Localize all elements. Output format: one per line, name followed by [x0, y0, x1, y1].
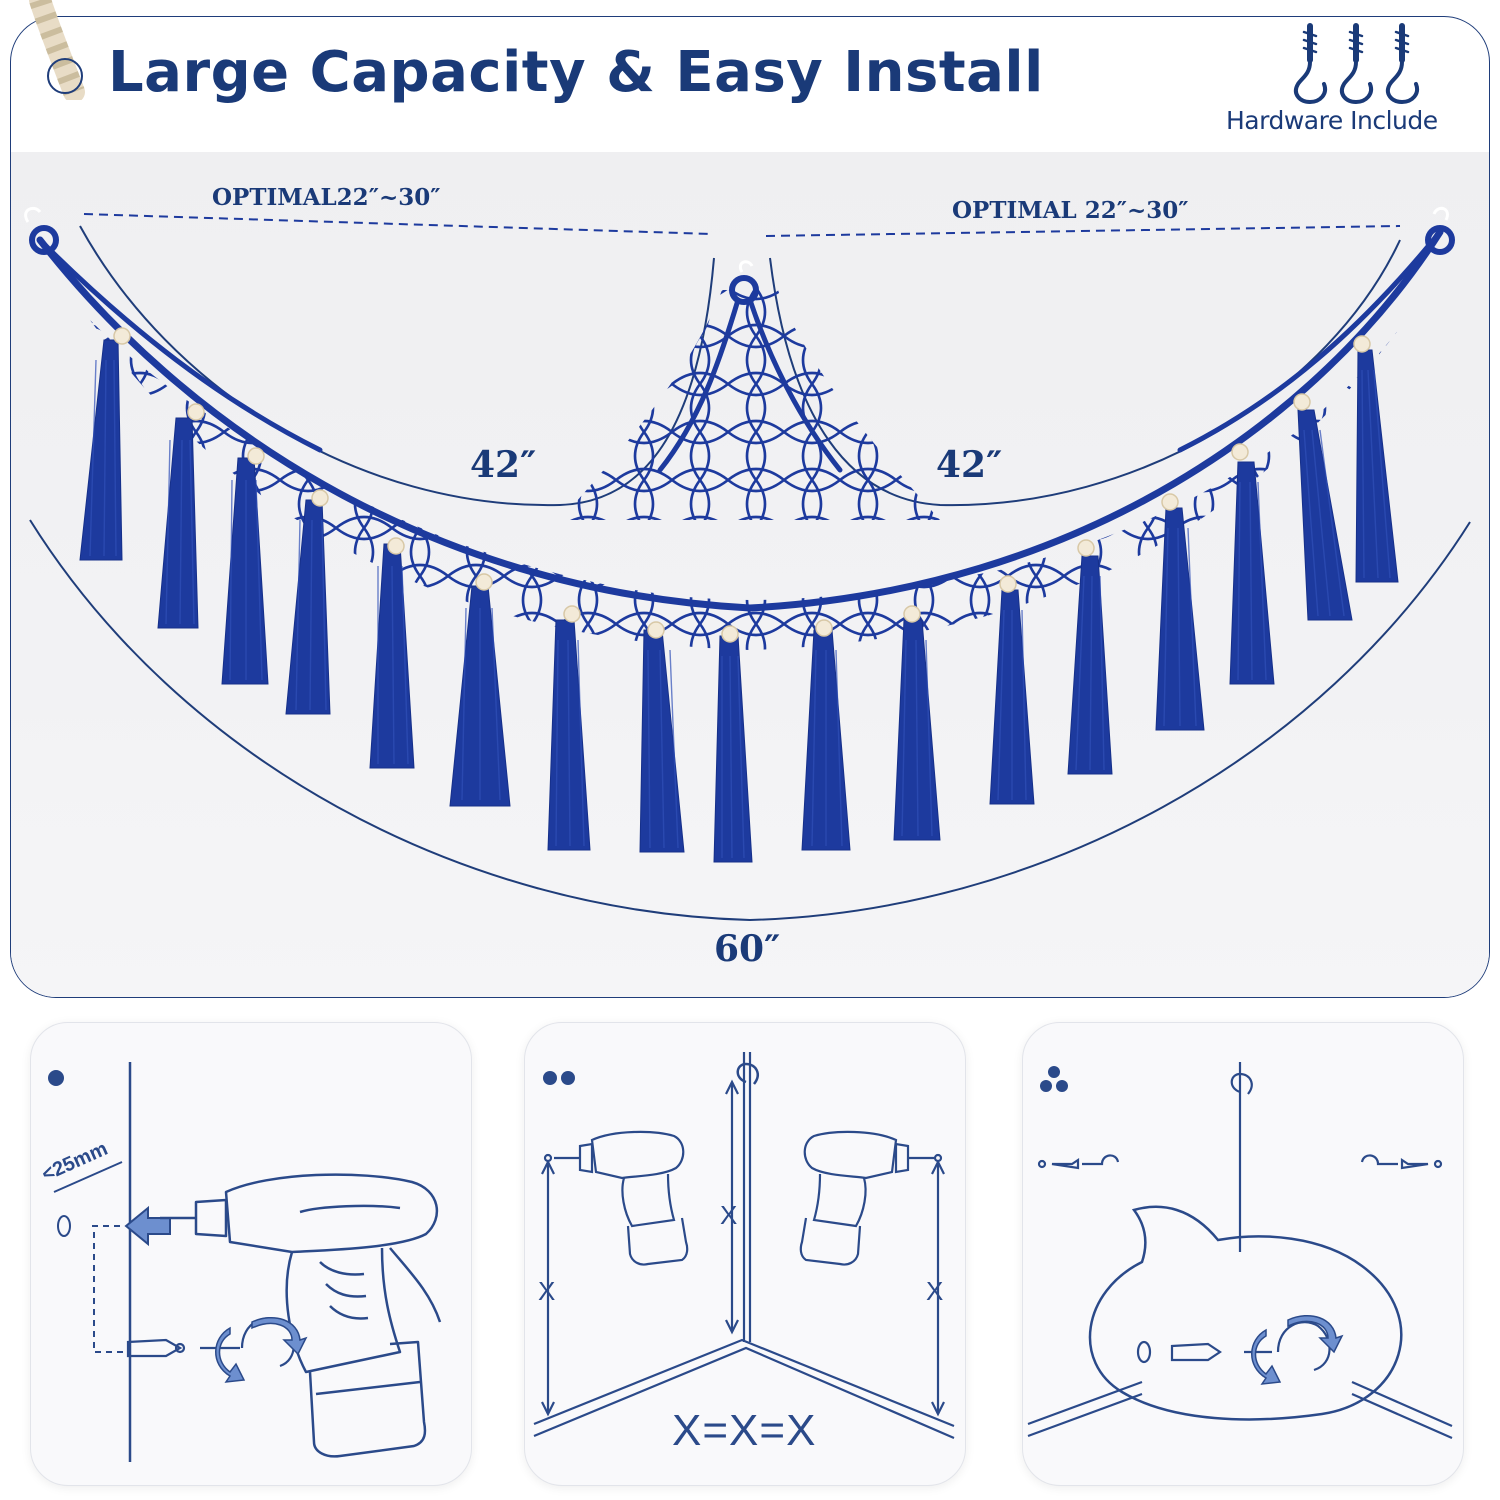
step-3-hook-diagram [1027, 1062, 1453, 1440]
title-bullet-icon [47, 58, 83, 94]
tassels [79, 327, 1399, 863]
fruit-hammock-illustration [24, 206, 1471, 922]
optimal-span-left-label: OPTIMAL22″~30″ [212, 184, 441, 211]
step-1-drill-diagram [48, 1062, 442, 1462]
x-measure-left: X [538, 1276, 556, 1306]
total-width-label: 60″ [714, 928, 781, 970]
screw-hook-icon [1293, 23, 1419, 104]
wall-hooks [24, 206, 1449, 273]
step-3-dots-icon [1040, 1066, 1068, 1092]
step-2-dots-icon [561, 1071, 575, 1085]
span-right-label: 42″ [936, 444, 1003, 486]
page-title: Large Capacity & Easy Install [108, 40, 1044, 105]
optimal-span-lines [83, 213, 1401, 237]
x-measure-center: X [720, 1200, 738, 1230]
step-1-dot-icon [48, 1070, 64, 1086]
hardware-include-label: Hardware Include [1226, 106, 1438, 135]
drill-right-icon [799, 1130, 934, 1266]
hanging-cords [29, 225, 1455, 612]
rotate-arrow-icon [1251, 1328, 1282, 1385]
x-measure-right: X [926, 1276, 944, 1306]
step-2-measure-diagram [533, 1052, 955, 1440]
span-left-label: 42″ [470, 444, 537, 486]
install-step-3-card [1022, 1022, 1464, 1486]
rotate-arrow-icon [215, 1326, 246, 1383]
drill-icon [160, 1173, 442, 1458]
drill-left-icon [554, 1130, 689, 1266]
equal-distance-equation: X=X=X [672, 1406, 817, 1455]
install-step-1-card [30, 1022, 472, 1486]
optimal-span-right-label: OPTIMAL 22″~30″ [952, 197, 1189, 224]
